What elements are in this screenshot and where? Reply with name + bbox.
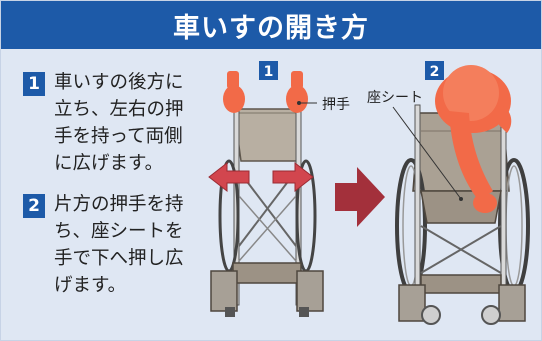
- seat-label: 座シート: [367, 90, 423, 106]
- panel-2-number: 2: [430, 64, 440, 80]
- panel-1-badge: [259, 61, 278, 80]
- handle-label: 押手: [322, 97, 350, 113]
- panel-2-badge: [425, 61, 444, 80]
- step-2: 2 片方の押手を持 ち、座シートを 手で下へ押し広 げます。: [23, 191, 204, 299]
- step-1: 1 車いすの後方に 立ち、左右の押 手を持って両側 に広げます。: [23, 69, 204, 177]
- wheelchair-illustration: 押手 1: [208, 61, 530, 325]
- spread-arrows: [208, 161, 314, 193]
- step-2-text: 片方の押手を持 ち、座シートを 手で下へ押し広 げます。: [54, 194, 184, 296]
- step-1-number-badge: 1: [23, 72, 45, 96]
- next-step-arrow: [335, 167, 385, 227]
- title-bar: 車いすの開き方: [1, 1, 541, 49]
- panel-1-number: 1: [264, 64, 274, 80]
- page-title: 車いすの開き方: [173, 12, 369, 44]
- person-pushing-seat: [435, 65, 512, 213]
- hands-on-handles: [223, 71, 308, 113]
- step-1-text: 車いすの後方に 立ち、左右の押 手を持って両側 に広げます。: [54, 72, 184, 174]
- step-2-number-badge: 2: [23, 194, 45, 218]
- folded-wheelchair: [210, 104, 324, 317]
